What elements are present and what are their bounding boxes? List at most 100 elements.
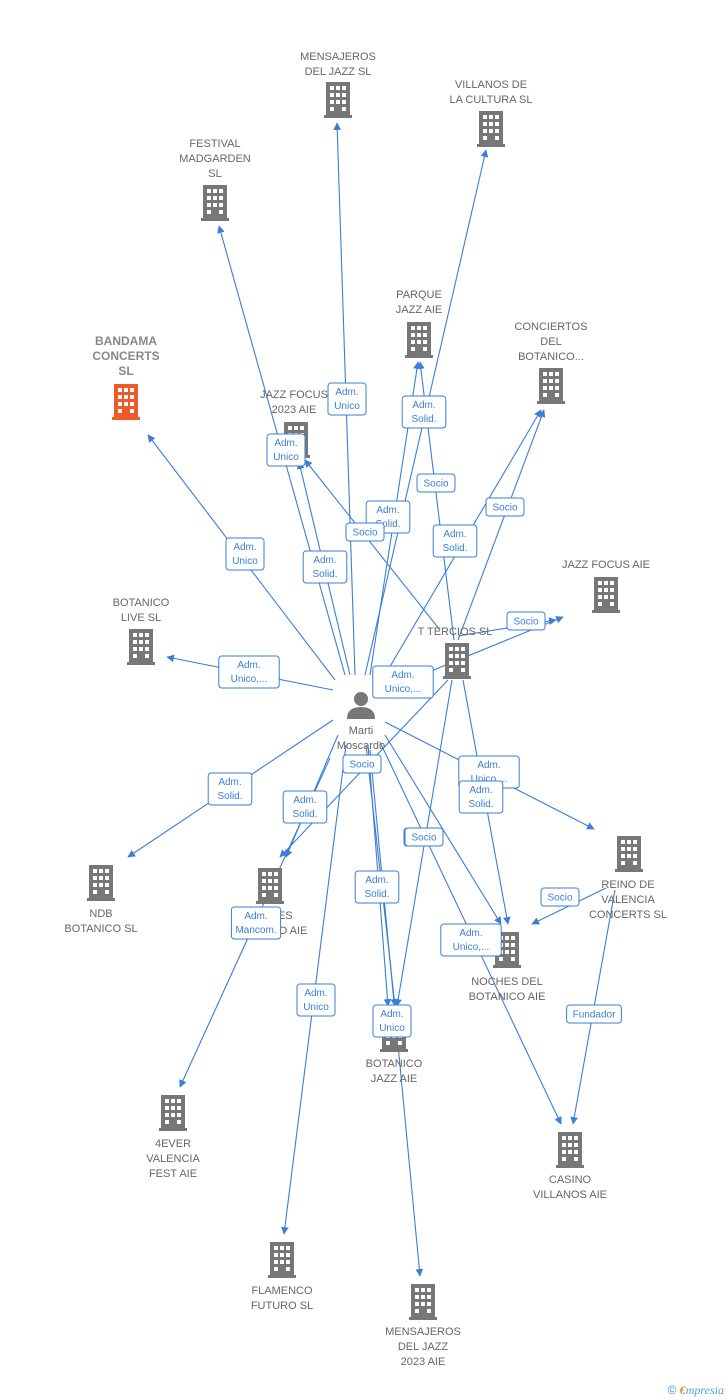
edge-label-text: Socio [547,893,572,904]
edge-label-text: Unico [273,452,299,463]
node-label-line: FLAMENCO [251,1285,313,1297]
edges-layer [127,122,616,1277]
edge-label-marti-mensajeros_2023: Socio [342,754,382,774]
node-label-line: NDB [89,908,112,920]
edge-label-tercios-jazz_focus_aie: Socio [506,611,546,631]
edge-label-marti-flamenco_futuro: Adm.Unico [296,983,336,1017]
node-label-line: LIVE SL [121,612,161,624]
edge-label-text: Adm. [412,400,435,411]
node-label-line: BOTANICO [366,1058,423,1070]
edge-label-marti-bandama: Adm.Unico [225,537,265,571]
node-label-line: JAZZ AIE [371,1073,417,1085]
building-icon [127,629,155,665]
node-label-line: SL [118,364,133,378]
node-label-line: CONCERTS SL [589,909,667,921]
edge-label-text: Socio [411,833,436,844]
company-node-flamenco_futuro[interactable]: FLAMENCO FUTURO SL [251,1242,313,1312]
edge-label-text: Unico [334,401,360,412]
edge-label-text: Adm. [313,555,336,566]
edge-label-text: Unico,... [385,684,422,695]
node-label-line: FESTIVAL [189,138,240,150]
node-label-line: FUTURO SL [251,1300,313,1312]
node-label-line: 2023 AIE [401,1356,446,1368]
edge-label-text: Solid. [468,799,493,810]
building-icon [556,1132,584,1168]
edge-label-text: Socio [423,479,448,490]
node-label-line: T TERCIOS SL [418,626,493,638]
building-icon [87,865,115,901]
node-label-line: BOTANICO... [518,351,584,363]
edge-label-marti-fourever: Adm.Mancom. [230,906,282,940]
node-label-line: Marti [349,725,373,737]
building-icon [201,185,229,221]
building-icon [159,1095,187,1131]
company-node-jazz_focus_2023[interactable]: JAZZ FOCUS 2023 AIE [260,389,328,458]
edge-label-text: Solid. [312,569,337,580]
node-label-line: JAZZ FOCUS AIE [562,559,650,571]
company-node-ndb_botanico[interactable]: NDB BOTANICO SL [64,865,138,935]
edge-label-text: Unico [232,556,258,567]
building-icon [443,643,471,679]
company-node-noches_del_botanico[interactable]: NOCHES DEL BOTANICO AIE [469,932,546,1003]
brand-logo[interactable]: €mpresia [679,1383,724,1397]
edge-label-text: Adm. [218,777,241,788]
company-node-tercios[interactable]: T TERCIOS SL [418,626,493,679]
edge-label-text: Solid. [217,791,242,802]
edge-label-text: Socio [513,617,538,628]
company-node-reino_valencia[interactable]: REINO DE VALENCIA CONCERTS SL [589,836,667,921]
edge-label-text: Socio [352,528,377,539]
edge-label-tercios-parque_jazz: Socio [416,473,456,493]
edge-label-marti-villanos_cultura: Adm.Solid. [401,395,447,429]
node-label-line: BOTANICO AIE [469,991,546,1003]
building-icon [592,577,620,613]
node-label-line: FEST AIE [149,1168,197,1180]
edge-label-text: Unico,... [471,774,508,785]
company-node-botanico_jazz[interactable]: BOTANICO JAZZ AIE [366,1016,423,1085]
edge-label-text: Solid. [292,809,317,820]
edge-label-text: Mancom. [235,925,276,936]
node-label-line: Moscardo [337,740,385,752]
node-label-line: JAZZ FOCUS [260,389,328,401]
company-node-conciertos_botanico[interactable]: CONCIERTOSDELBOTANICO... [515,321,588,404]
edge-label-text: Adm. [237,660,260,671]
edge-label-marti-noches_del_botanico: Adm.Solid. [458,780,504,814]
edge-label-text: Solid. [375,519,400,530]
building-icon [256,868,284,904]
node-label-line: 2023 AIE [272,404,317,416]
building-icon [537,368,565,404]
node-label-line: VILLANOS AIE [533,1189,607,1201]
company-node-jazz_focus_aie[interactable]: JAZZ FOCUS AIE [562,559,650,613]
building-icon [405,322,433,358]
company-node-casino_villanos[interactable]: CASINO VILLANOS AIE [533,1132,607,1201]
node-label-line: DEL [540,336,561,348]
node-label-line: CASINO [549,1174,592,1186]
building-icon [477,111,505,147]
edge-label-marti-reino_valencia: Adm.Unico,... [458,755,520,789]
node-label-line: BOTANICO SL [64,923,137,935]
node-label-line: 4EVER [155,1138,191,1150]
node-label-line: JAZZ AIE [396,304,442,316]
edge-label-text: Solid. [364,889,389,900]
node-label-line: VALENCIA [601,894,655,906]
footer-brand: © €mpresia [668,1383,724,1398]
node-label-line: DEL JAZZ SL [305,66,372,78]
edge-label-text: Unico,... [453,942,490,953]
building-icon [112,384,140,420]
edge-tercios-conciertos_botanico [457,409,546,641]
node-label-line: MENSAJEROS [385,1326,461,1338]
node-label-line: NOCHES DEL [471,976,543,988]
node-label-line: VILLANOS DE [455,79,527,91]
edge-label-text: Socio [492,503,517,514]
node-label-line: REINO DE [601,879,654,891]
